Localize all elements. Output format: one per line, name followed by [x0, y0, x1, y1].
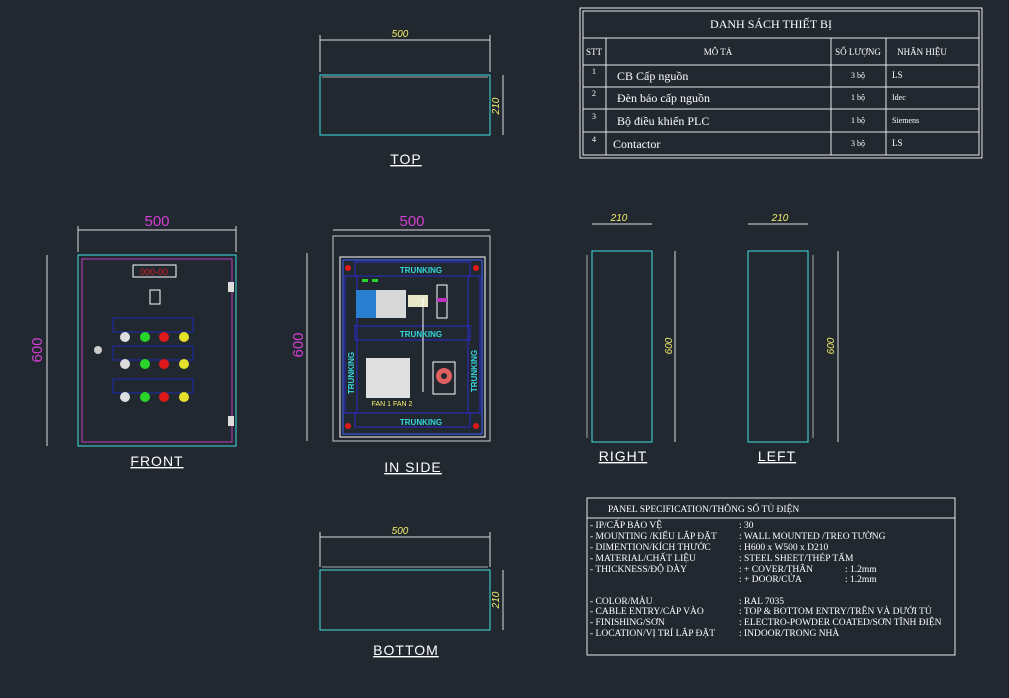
left-view-label: LEFT [758, 448, 796, 464]
row-brand: Siemens [892, 116, 919, 125]
spec-label: - DIMENTION/KÍCH THƯỚC [590, 541, 711, 553]
top-view [319, 35, 504, 136]
header-stt: STT [586, 47, 603, 57]
top-width-dim: 500 [392, 29, 409, 40]
trunking-top: TRUNKING [400, 266, 442, 275]
spec-label: - FINISHING/SƠN [590, 617, 665, 628]
row-quantity: 3 bộ [851, 139, 865, 148]
equipment-table [579, 7, 983, 159]
front-width-dim: 500 [144, 213, 169, 230]
spec-value: : TOP & BOTTOM ENTRY/TRÊN VÀ DƯỚI TỦ [739, 605, 932, 617]
left-depth-dim: 210 [771, 213, 789, 224]
trunking-right: TRUNKING [470, 350, 479, 392]
inside-width-dim: 500 [399, 213, 424, 230]
spec-label: - THICKNESS/ĐỘ DÀY [590, 563, 687, 575]
bottom-view-label: BOTTOM [373, 642, 439, 658]
spec-value: : 30 [739, 521, 754, 531]
row-description: CB Cấp nguồn [617, 69, 688, 83]
bottom-depth-dim: 210 [491, 591, 502, 609]
svg-text:000-00: 000-00 [140, 267, 168, 277]
equipment-table-header: STT MÔ TẢ SỐ LƯỢNG NHÃN HIỆU [586, 47, 947, 57]
row-description: Đèn báo cấp nguồn [617, 91, 710, 105]
spec-label: - COLOR/MÀU [590, 595, 653, 607]
header-description: MÔ TẢ [704, 47, 733, 57]
row-description: Bộ điều khiển PLC [617, 114, 709, 128]
bottom-view [319, 532, 504, 631]
row-brand: LS [892, 70, 903, 80]
row-description: Contactor [613, 137, 660, 151]
spec-title: PANEL SPECIFICATION/THÔNG SỐ TỦ ĐIỆN [608, 502, 799, 515]
front-height-dim: 600 [29, 337, 46, 362]
left-height-dim: 600 [826, 337, 837, 354]
trunking-bottom: TRUNKING [400, 418, 442, 427]
right-height-dim: 600 [664, 337, 675, 354]
row-quantity: 3 bộ [851, 71, 865, 80]
row-brand: Idec [892, 93, 906, 102]
inside-view [306, 229, 491, 442]
equipment-table-title: DANH SÁCH THIẾT BỊ [710, 16, 832, 31]
spec-value: : INDOOR/TRONG NHÀ [739, 627, 839, 639]
spec-label: - MATERIAL/CHẤT LIỆU [590, 551, 696, 564]
spec-label: - IP/CẤP BẢO VỆ [590, 518, 662, 531]
fan-labels: FAN 1 FAN 2 [372, 401, 413, 408]
header-brand: NHÃN HIỆU [897, 47, 947, 57]
spec-list: - IP/CẤP BẢO VỆ : 30 - MOUNTING /KIỂU LẮP … [590, 518, 942, 639]
row-quantity: 1 bộ [851, 116, 865, 125]
spec-value: : WALL MOUNTED /TREO TƯỜNG [739, 530, 886, 542]
spec-label: - LOCATION/VỊ TRÍ LẮP ĐẶT [590, 626, 715, 639]
equipment-table-body: 1 CB Cấp nguồn 3 bộ LS 2 Đèn báo cấp nguồn 1 b… [592, 67, 919, 151]
row-stt: 4 [592, 135, 596, 144]
trunking-middle: TRUNKING [400, 330, 442, 339]
inside-view-label: IN SIDE [384, 459, 442, 475]
left-view [747, 223, 839, 443]
header-quantity: SỐ LƯỢNG [835, 47, 881, 57]
spec-value: : STEEL SHEET/THÉP TẤM [739, 551, 854, 564]
spec-subvalue: : 1.2mm [845, 575, 877, 585]
spec-value: : + DOOR/CỬA [739, 573, 802, 585]
row-stt: 1 [592, 67, 596, 76]
spec-value: : ELECTRO-POWDER COATED/SƠN TĨNH ĐIỆN [739, 616, 942, 628]
bottom-width-dim: 500 [392, 526, 409, 537]
row-brand: LS [892, 138, 903, 148]
row-stt: 3 [592, 112, 596, 121]
spec-subvalue: : 1.2mm [845, 565, 877, 575]
top-view-label: TOP [390, 151, 422, 167]
trunking-left: TRUNKING [347, 352, 356, 394]
spec-value: : RAL 7035 [739, 597, 784, 607]
spec-label: - CABLE ENTRY/CÁP VÀO [590, 605, 704, 617]
front-view: 000-00 [46, 226, 237, 447]
spec-box [586, 497, 956, 656]
right-view-label: RIGHT [599, 448, 648, 464]
spec-value: : H600 x W500 x D210 [739, 543, 829, 553]
top-depth-dim: 210 [491, 97, 502, 115]
spec-value: : + COVER/THÂN [739, 563, 813, 575]
right-view [586, 223, 676, 443]
pilot-lights [94, 282, 234, 426]
inside-height-dim: 600 [290, 332, 307, 357]
front-view-label: FRONT [130, 453, 183, 469]
spec-label: - MOUNTING /KIỂU LẮP ĐẶT [590, 529, 717, 542]
row-stt: 2 [592, 89, 596, 98]
right-depth-dim: 210 [610, 213, 628, 224]
row-quantity: 1 bộ [851, 93, 865, 102]
